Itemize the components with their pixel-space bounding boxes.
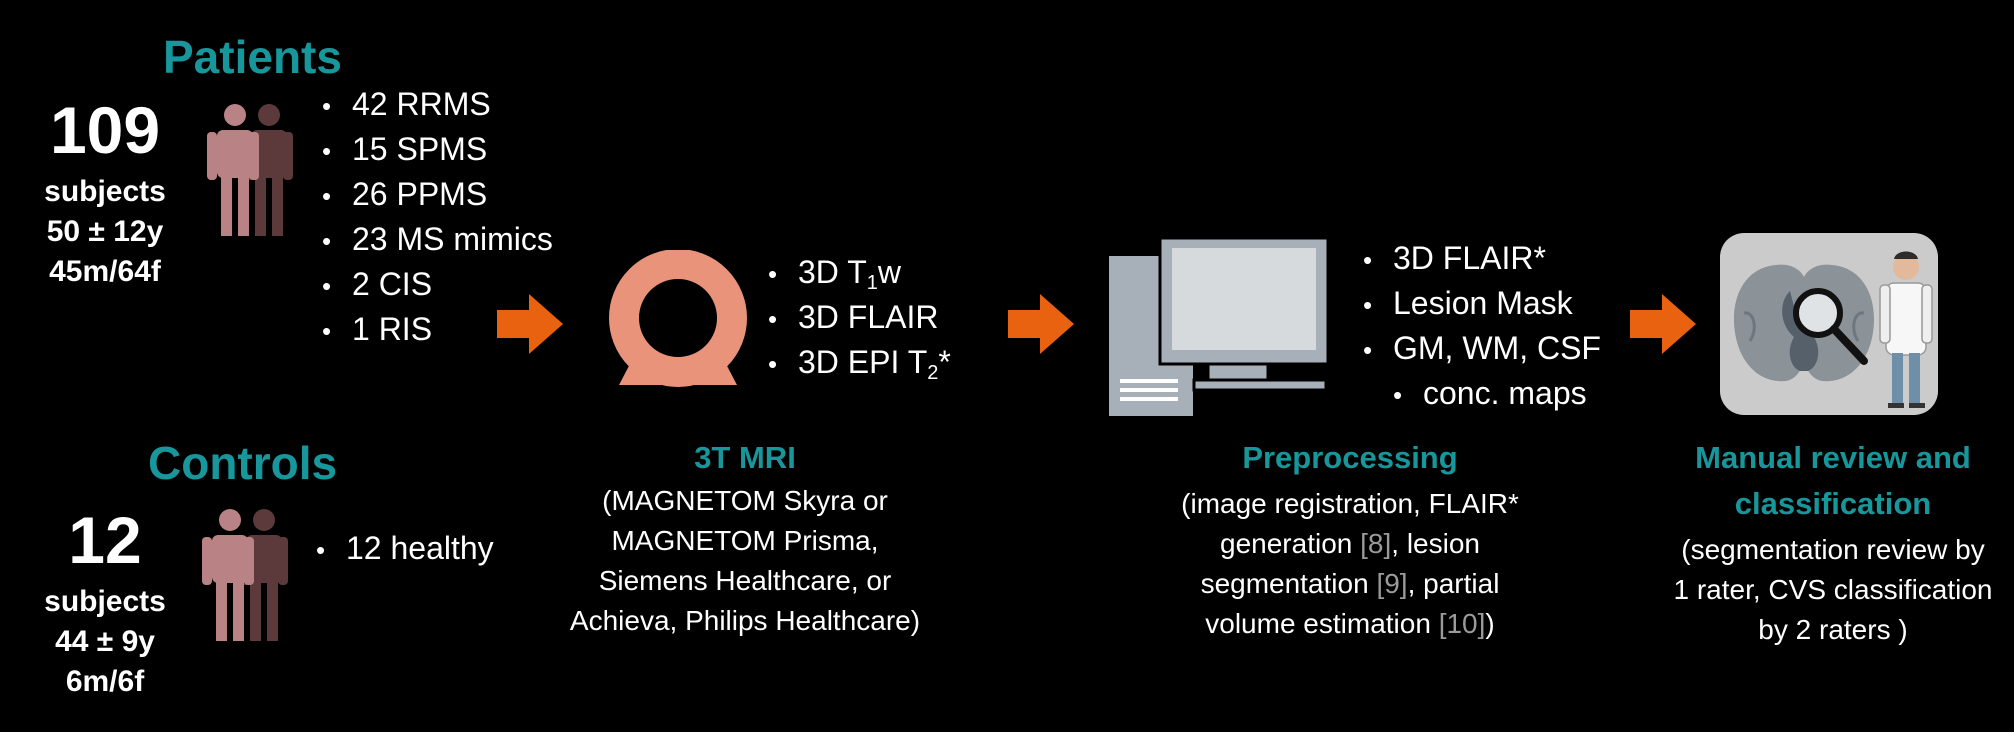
review-title-line-1: Manual review and (1695, 440, 1971, 475)
controls-list: 12 healthy (316, 526, 494, 571)
preprocessing-output-list: 3D FLAIR* Lesion Mask GM, WM, CSF conc. … (1363, 236, 1601, 416)
patients-unit: subjects (44, 175, 166, 208)
controls-people-icon (202, 509, 288, 641)
brain-magnifier-doctor-icon (1720, 233, 1938, 415)
list-item: GM, WM, CSF (1363, 326, 1601, 371)
list-item: 1 RIS (322, 307, 553, 352)
list-item: 3D FLAIR* (1363, 236, 1601, 281)
controls-sex: 6m/6f (65, 665, 145, 698)
review-description: (segmentation review by 1 rater, CVS cla… (1673, 534, 1993, 645)
list-item: 3D T1w (768, 250, 951, 295)
patients-age: 50 ± 12y (46, 215, 164, 248)
patients-sex: 45m/64f (49, 255, 161, 288)
review-title-line-2: classification (1734, 486, 1932, 521)
controls-age: 44 ± 9y (55, 625, 155, 658)
citation-ref: [9] (1376, 568, 1408, 599)
patients-list: 42 RRMS 15 SPMS 26 PPMS 23 MS mimics 2 C… (322, 82, 553, 352)
patients-people-icon (207, 104, 293, 236)
mri-description: (MAGNETOM Skyra or MAGNETOM Prisma, Siem… (569, 485, 921, 636)
list-item: 26 PPMS (322, 172, 553, 217)
mri-scanner-icon (609, 250, 747, 387)
list-item: conc. maps (1363, 371, 1601, 416)
list-item: 12 healthy (316, 526, 494, 571)
patients-title: Patients (163, 31, 342, 83)
list-item: 2 CIS (322, 262, 553, 307)
list-item: 3D FLAIR (768, 295, 951, 340)
list-item: 23 MS mimics (322, 217, 553, 262)
list-item: 3D EPI T2* (768, 340, 951, 385)
mri-title: 3T MRI (694, 440, 796, 475)
controls-unit: subjects (44, 585, 166, 618)
arrow-right-icon (1008, 294, 1074, 354)
arrow-right-icon (497, 294, 563, 354)
preprocessing-title: Preprocessing (1242, 440, 1458, 475)
preprocessing-description: (image registration, FLAIR* generation [… (1181, 488, 1519, 639)
citation-ref: [10] (1438, 608, 1486, 639)
citation-ref: [8] (1360, 528, 1392, 559)
arrow-right-icon (1630, 294, 1696, 354)
mri-sequence-list: 3D T1w 3D FLAIR 3D EPI T2* (768, 250, 951, 385)
controls-title: Controls (148, 437, 338, 489)
list-item: Lesion Mask (1363, 281, 1601, 326)
controls-count: 12 (68, 503, 142, 577)
patients-count: 109 (49, 93, 161, 167)
list-item: 15 SPMS (322, 127, 553, 172)
list-item: 42 RRMS (322, 82, 553, 127)
computer-icon (1109, 236, 1330, 416)
